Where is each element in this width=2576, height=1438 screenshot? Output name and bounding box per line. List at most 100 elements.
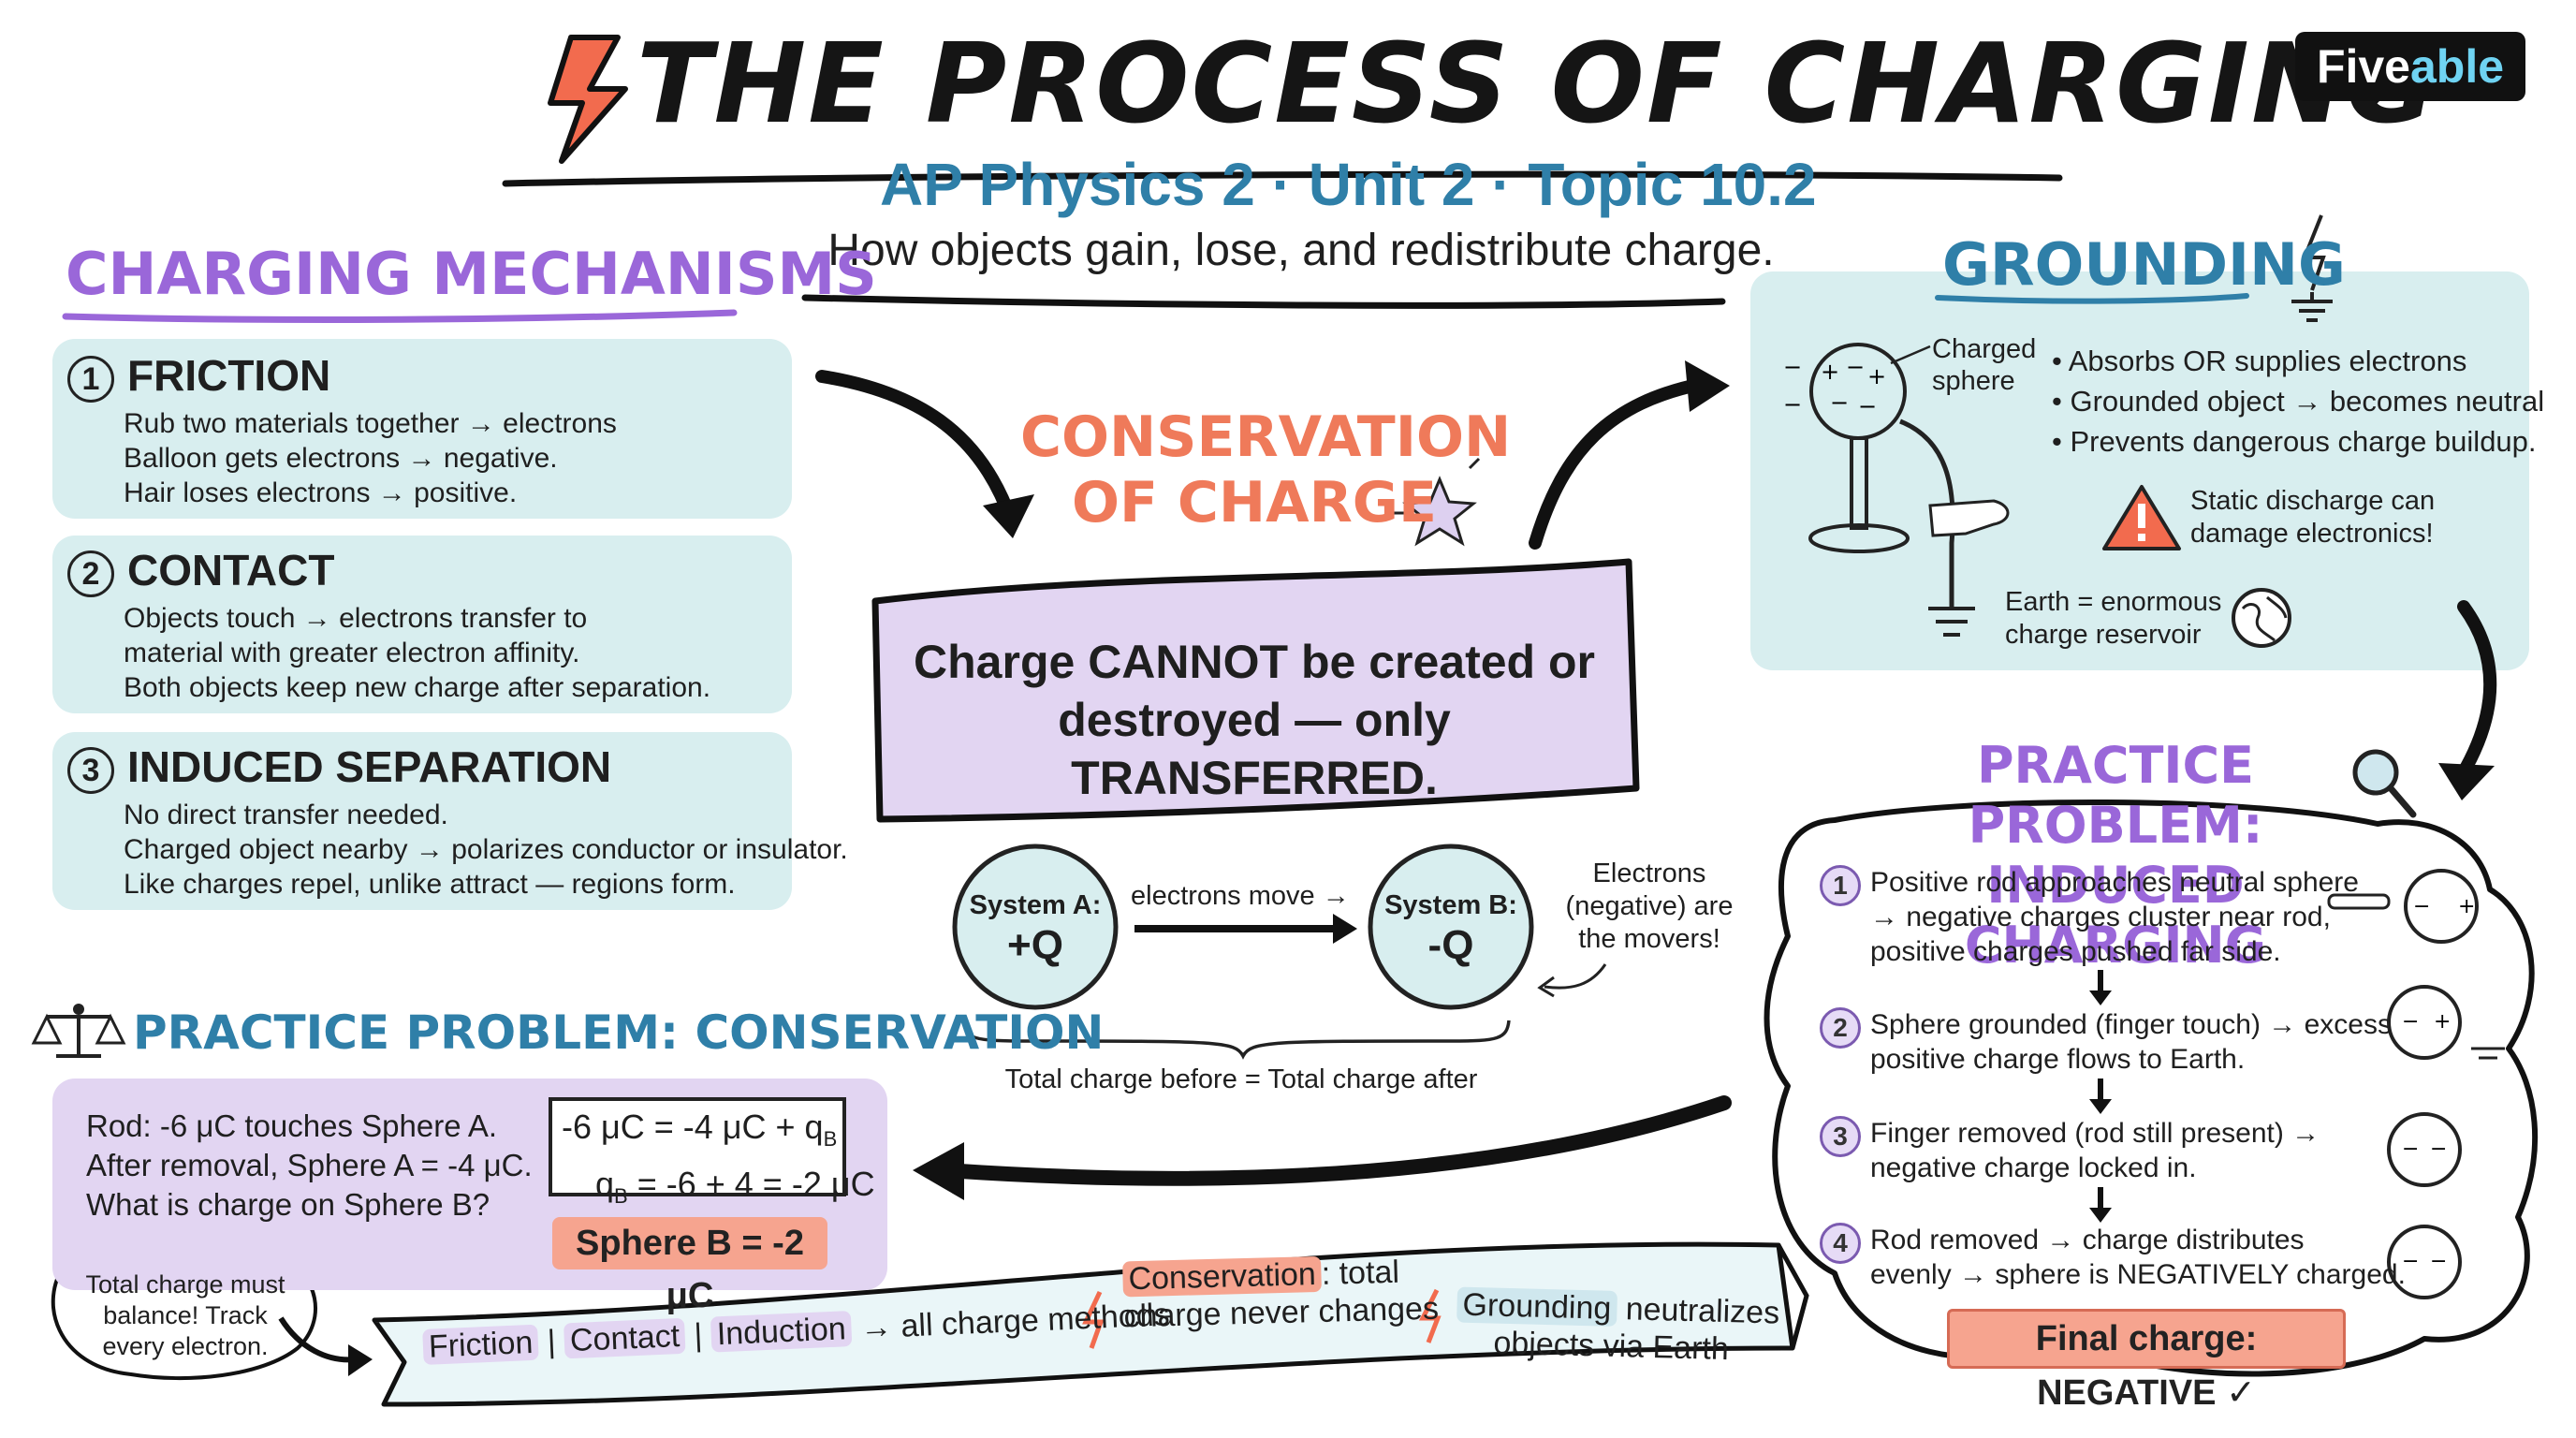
svg-text:−: − [2413,895,2430,918]
ribbon-separator: | [546,1323,557,1360]
svg-text:−: − [2402,1250,2419,1273]
svg-text:−: − [2402,1010,2419,1034]
eq1-text: -6 μC = -4 μC + q [562,1108,824,1146]
summary-ribbon-part3: Grounding neutralizes objects via Earth [1456,1286,1780,1370]
svg-text:+: + [1867,363,1886,389]
movers-note-line: Electrons [1592,858,1706,888]
system-b-value: -Q [1427,922,1474,968]
svg-text:−: − [1783,354,1802,380]
conservation-heading: CONSERVATION OF CHARGE [1020,404,1512,536]
logo-part-2: able [2410,40,2505,93]
movers-note-line: the movers! [1578,924,1720,954]
induced-card: 3 INDUCED SEPARATION No direct transfer n… [52,732,848,910]
system-a-value: +Q [1007,922,1063,968]
answer-badge: Sphere B = -2 μC [552,1217,827,1315]
warning-icon [2102,485,2181,550]
question-line: After removal, Sphere A = -4 μC. [86,1148,533,1182]
grounding-heading: GROUNDING [1942,230,2346,299]
bubble-line: balance! Track [103,1301,268,1329]
step-line: Positive rod approaches neutral sphere [1870,867,2359,898]
svg-text:+: + [2434,1010,2451,1034]
step-line: positive charge flows to Earth. [1870,1044,2246,1075]
lightning-bolt-icon [548,35,628,164]
ribbon-grounding: Grounding [1456,1286,1617,1327]
step-4-sphere-icon: − − [2387,1225,2462,1299]
equation-box: -6 μC = -4 μC + qB qB = -6 + 4 = -2 μC [549,1097,875,1208]
step-number: 2 [1820,1007,1861,1049]
induced-line: Like charges repel, unlike attract — reg… [124,869,736,900]
friction-line: Balloon gets electrons → negative. [124,443,558,474]
eq2-sub: B [614,1184,628,1209]
magnifier-icon [2352,749,2417,818]
induced-title-text: INDUCED SEPARATION [127,742,612,791]
practice-induced-heading-line1: PRACTICE PROBLEM: [1968,736,2263,855]
charged-sphere-label: Charged sphere [1932,333,2036,397]
earth-note-line: Earth = enormous [2005,587,2222,617]
grounding-bullet: • Absorbs OR supplies electrons [2052,345,2467,377]
summary-ribbon-part2: Conservation: total charge never changes [1122,1253,1439,1336]
svg-text:−: − [2430,1137,2447,1161]
friction-number: 1 [67,355,114,403]
conservation-heading-line1: CONSERVATION [1020,404,1512,470]
step-3-sphere-icon: − − [2387,1112,2462,1187]
system-a-circle [952,844,1119,1010]
contact-line: Both objects keep new charge after separ… [124,672,711,703]
step-2-sphere-icon: − + [2387,985,2505,1060]
svg-text:+: + [1821,359,1839,385]
step-line: Rod removed → charge distributes [1870,1225,2305,1255]
induced-text: No direct transfer needed. Charged objec… [124,798,848,902]
charged-sphere-label-line: Charged [1932,334,2037,364]
grounding-bullets: • Absorbs OR supplies electrons • Ground… [2052,341,2544,462]
system-b-circle [1368,844,1534,1010]
logo-part-1: Five [2316,40,2410,93]
practice-conservation-panel: Rod: -6 μC touches Sphere A. After remov… [52,1078,887,1315]
earth-note-line: charge reservoir [2005,620,2202,650]
question-line: Rod: -6 μC touches Sphere A. [86,1108,498,1143]
practice-conservation-question: Rod: -6 μC touches Sphere A. After remov… [86,1107,533,1225]
practice-induced-heading: PRACTICE PROBLEM: INDUCED CHARGING [1863,736,2368,976]
eq1-sub: B [823,1127,838,1152]
svg-text:+: + [2458,895,2475,918]
system-a: System A: +Q [964,889,1106,969]
contact-text: Objects touch → electrons transfer to ma… [124,601,710,705]
charged-sphere-label-line: sphere [1932,366,2015,396]
ribbon-conservation: Conservation [1122,1255,1323,1298]
contact-line: material with greater electron affinity. [124,638,580,668]
step-line: Finger removed (rod still present) → [1870,1118,2320,1149]
equation-line-2: qB = -6 + 4 = -2 μC [562,1162,875,1219]
bubble-line: every electron. [102,1332,269,1360]
fiveable-logo: Fiveable [2295,32,2525,101]
induced-title: 3 INDUCED SEPARATION [67,741,611,794]
ribbon-induction: Induction [710,1311,853,1353]
induced-line: Charged object nearby → polarizes conduc… [124,834,848,865]
static-warning-line: damage electronics! [2190,519,2434,549]
induced-number: 3 [67,746,114,794]
friction-line: Hair loses electrons → positive. [124,477,518,508]
system-a-label: System A: [969,890,1102,920]
ribbon-contact: Contact [564,1317,686,1359]
induced-line: No direct transfer needed. [124,800,448,830]
conservation-statement-line2: destroyed — only TRANSFERRED. [1058,694,1451,804]
electrons-move-label: electrons move → [1131,881,1350,911]
balance-bubble: Total charge must balance! Track every e… [73,1269,298,1362]
step-number: 3 [1820,1116,1861,1157]
svg-text:−: − [1846,354,1865,380]
ribbon-friction: Friction [422,1324,540,1365]
static-warning-line: Static discharge can [2190,486,2436,516]
svg-text:−: − [1830,389,1849,416]
practice-conservation-heading: PRACTICE PROBLEM: CONSERVATION [133,1005,1105,1060]
conservation-heading-line2: OF CHARGE [1072,470,1437,536]
ground-symbol-icon [2291,214,2333,322]
svg-text:−: − [2402,1137,2419,1161]
movers-note-line: (negative) are [1565,891,1734,921]
step-line: negative charge locked in. [1870,1152,2197,1183]
movers-note: Electrons (negative) are the movers! [1556,858,1743,956]
page-title: THE PROCESS OF CHARGING [637,19,2438,148]
step-1-sphere-icon: − + [2327,869,2479,944]
bubble-line: Total charge must [85,1270,285,1299]
final-charge-badge: Final charge: NEGATIVE ✓ [1947,1309,2346,1413]
